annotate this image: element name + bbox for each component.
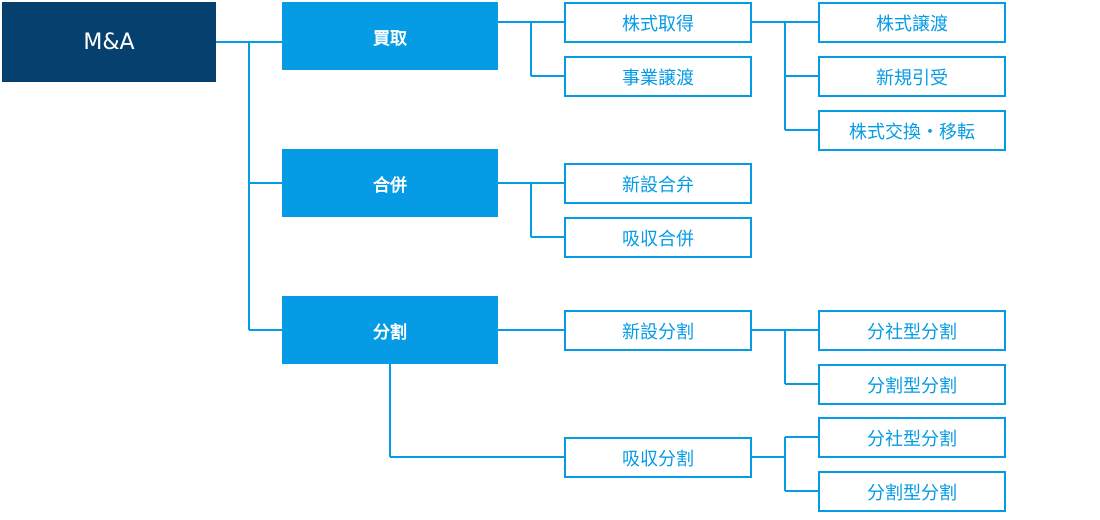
category-label-split: 分割 xyxy=(373,322,407,343)
node-label: 新設合弁 xyxy=(622,174,694,196)
node-incorporation-spinoff-type: 分社型分割 xyxy=(818,310,1006,351)
root-node-ma: M&A xyxy=(2,2,216,82)
node-label: 新規引受 xyxy=(876,67,948,89)
node-new-share-issue: 新規引受 xyxy=(818,56,1006,97)
node-share-transfer: 株式譲渡 xyxy=(818,2,1006,43)
category-node-merger: 合併 xyxy=(282,149,498,217)
node-absorption-spinoff-type: 分社型分割 xyxy=(818,417,1006,458)
node-label: 分割型分割 xyxy=(867,482,957,504)
category-label-merger: 合併 xyxy=(373,175,407,196)
node-absorption-split: 吸収分割 xyxy=(564,437,752,478)
node-label: 吸収分割 xyxy=(622,448,694,470)
node-absorption-split-type: 分割型分割 xyxy=(818,471,1006,512)
node-absorption-merger: 吸収合併 xyxy=(564,217,752,258)
node-label: 株式交換・移転 xyxy=(849,121,975,143)
node-label: 新設分割 xyxy=(622,321,694,343)
node-label: 株式譲渡 xyxy=(876,13,948,35)
node-label: 分割型分割 xyxy=(867,375,957,397)
node-label: 事業譲渡 xyxy=(622,67,694,89)
node-share-exchange: 株式交換・移転 xyxy=(818,110,1006,151)
node-label: 株式取得 xyxy=(622,13,694,35)
node-incorporation-split: 新設分割 xyxy=(564,310,752,351)
root-label: M&A xyxy=(83,29,135,55)
node-label: 分社型分割 xyxy=(867,321,957,343)
node-share-acquisition: 株式取得 xyxy=(564,2,752,43)
node-incorporation-split-type: 分割型分割 xyxy=(818,364,1006,405)
node-label: 分社型分割 xyxy=(867,428,957,450)
node-label: 吸収合併 xyxy=(622,228,694,250)
node-business-transfer: 事業譲渡 xyxy=(564,56,752,97)
category-node-split: 分割 xyxy=(282,296,498,364)
category-label-acquisition: 買取 xyxy=(373,28,407,49)
category-node-acquisition: 買取 xyxy=(282,2,498,70)
node-consolidation: 新設合弁 xyxy=(564,163,752,204)
